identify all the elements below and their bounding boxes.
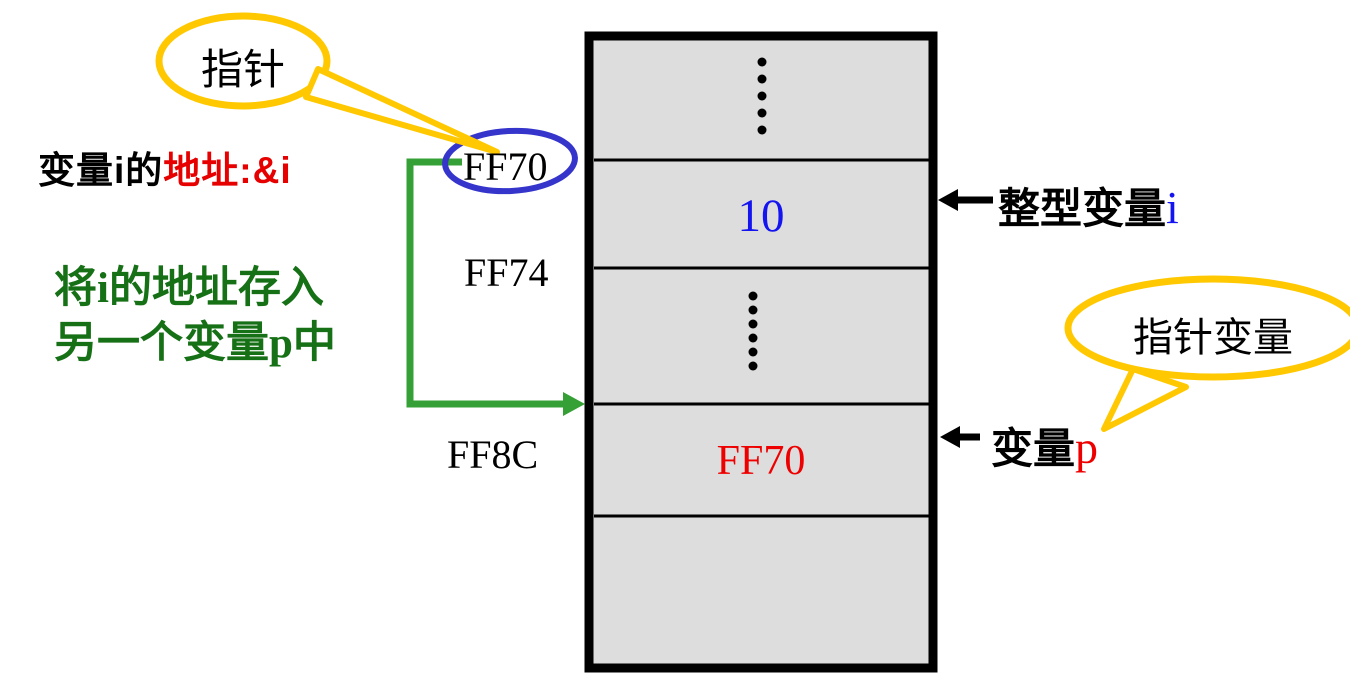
pointer-variable-bubble-label: 指针变量 [1133,315,1293,360]
ellipsis-dots-middle [748,291,758,371]
int-variable-label: 整型变量i [998,175,1179,236]
memory-column [584,31,938,673]
arrow-p-var [940,426,980,448]
address-note-highlight: 地址:&i [163,150,292,191]
green-note-line1: 将i的地址存入 [54,265,324,312]
pointer-bubble-label: 指针 [200,48,285,94]
green-store-note: 将i的地址存入 另一个变量p中 [54,261,336,371]
pointer-bubble [155,12,500,155]
green-store-arrow [406,158,585,416]
p-var-text: 变量 [991,425,1076,472]
p-var-letter: p [1075,422,1099,473]
memory-cell-separators [594,158,929,518]
ellipsis-dots-top [757,57,767,135]
p-variable-label: 变量p [991,415,1098,476]
arrow-int-var [938,189,993,211]
green-note-line2: 另一个变量p中 [54,320,336,367]
memory-cell-int-value: 10 [737,190,785,242]
address-note-prefix: 变量i的 [38,150,164,191]
address-label-ff70: FF70 [463,144,548,189]
int-var-letter: i [1166,182,1179,233]
address-label-ff74: FF74 [464,250,549,295]
address-label-ff8c: FF8C [447,432,539,477]
blue-annotation-circle [442,127,578,195]
pointer-variable-bubble [1064,275,1350,432]
address-of-i-note: 变量i的地址:&i [38,140,292,194]
memory-cell-pointer-value: FF70 [716,438,806,484]
int-var-text: 整型变量 [998,185,1167,232]
